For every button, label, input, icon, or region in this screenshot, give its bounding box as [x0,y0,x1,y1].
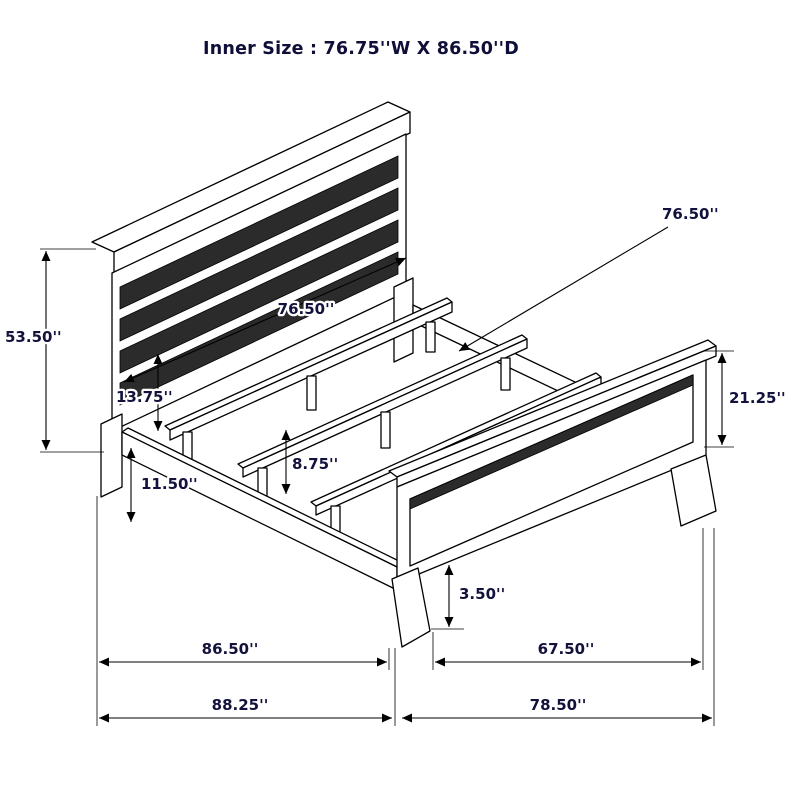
dim-label-footboard-leg-height: 3.50'' [459,585,505,603]
dim-center-leg-height: 8.75'' [281,430,340,494]
page-title: Inner Size : 76.75''W X 86.50''D [203,39,519,59]
dim-leader [458,226,669,352]
footboard-right-foot [670,454,717,527]
left-side-rail-top [121,427,404,568]
dim-side-rail-height: 11.50'' [126,448,200,522]
slat-rail-2-leg-right [500,357,511,391]
dim-headboard-height: 53.50'' [3,248,104,453]
headboard-crown-front [113,111,411,274]
slat-rail-2-front [242,338,528,478]
headboard-left-leg [100,413,123,498]
dim-headboard-rail-gap: 13.75'' [114,354,175,431]
dim-overall-width: 78.50'' [402,694,712,723]
dim-label-center-leg-height: 8.75'' [292,455,338,473]
dim-footboard-leg-height: 3.50'' [431,565,507,630]
slat-rail-2-leg-center [380,411,391,449]
footboard-left-foot [391,567,431,648]
dim-label-overall-width: 78.50'' [530,696,587,714]
dim-label-side-rail-length: 86.50'' [202,640,259,658]
dim-label-headboard-height: 53.50'' [5,328,62,346]
slat-rail-2 [237,334,528,507]
dim-footboard-height: 21.25'' [704,350,788,448]
dim-footboard-clearance: 67.50'' [435,638,701,667]
dim-label-slat-width: 76.50'' [662,205,719,223]
footboard [388,339,717,648]
dim-label-headboard-width: 76.50'' [278,300,335,318]
slat-rail-1-leg-center [306,375,317,411]
dim-label-overall-depth: 88.25'' [212,696,269,714]
dim-label-footboard-clearance: 67.50'' [538,640,595,658]
dim-overall-depth: 88.25'' [99,694,392,723]
footboard-inner-strip [409,374,694,510]
footboard-cap-front [396,345,717,488]
dim-label-footboard-height: 21.25'' [729,389,786,407]
extension-lines [96,496,715,726]
dim-arrow [123,257,407,383]
dim-label-headboard-rail-gap: 13.75'' [116,388,173,406]
dim-headboard-width: 76.50'' [123,257,407,383]
slat-rail-1-leg-right [425,321,436,353]
dim-slat-width-callout: 76.50'' [458,203,721,352]
dim-side-rail-length: 86.50'' [99,638,387,667]
dim-label-side-rail-height: 11.50'' [141,475,198,493]
